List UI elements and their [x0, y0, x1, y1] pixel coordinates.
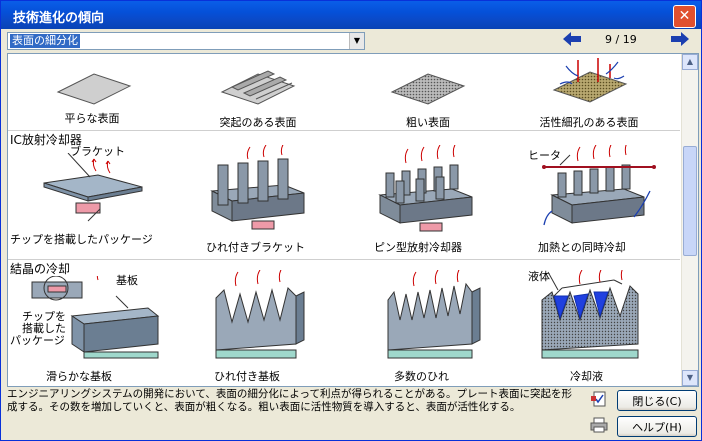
- caption-heating-cooling: 加熱との同時冷却: [538, 241, 626, 254]
- caption-many-fins: 多数のひれ: [394, 370, 449, 383]
- titlebar: 技術進化の傾向 ✕: [1, 1, 701, 29]
- vertical-scrollbar[interactable]: ▲ ▼: [681, 54, 698, 386]
- caption-coolant: 冷却液: [570, 370, 603, 383]
- close-window-button[interactable]: ✕: [673, 5, 696, 28]
- caption-ridged-surface: 突起のある表面: [219, 116, 297, 129]
- description-text: エンジニアリングシステムの開発において、表面の細分化によって利点が得られることが…: [7, 388, 573, 413]
- heating-cooling-image: [542, 145, 656, 226]
- liquid-label: 液体: [528, 270, 550, 283]
- bracket-label: ブラケット: [70, 145, 125, 158]
- row-divider: [8, 259, 680, 260]
- category-select[interactable]: 表面の細分化 ▼: [7, 32, 365, 50]
- caption-finned-substrate: ひれ付き基板: [214, 370, 280, 383]
- ic-radiator-row: IC放射冷却器 ブラケット チップを搭載したパッケージ: [8, 131, 680, 259]
- active-porous-surface-image: [552, 58, 628, 103]
- caption-smooth-substrate: 滑らかな基板: [46, 370, 112, 383]
- toolbar: 表面の細分化 ▼ 9 / 19: [1, 29, 701, 53]
- next-page-icon[interactable]: [669, 29, 691, 49]
- many-fins-image: [387, 270, 481, 359]
- substrate-label: 基板: [116, 274, 138, 287]
- caption-flat-surface: 平らな表面: [64, 112, 120, 125]
- smooth-substrate-image: [31, 276, 160, 359]
- caption-active-porous-surface: 活性細孔のある表面: [539, 116, 639, 129]
- surfaces-row: 平らな表面 突起のある表面 粗い表面 活性細孔のある表面: [8, 54, 680, 132]
- rough-surface-image: [390, 73, 466, 105]
- footer: エンジニアリングシステムの開発において、表面の細分化によって利点が得られることが…: [1, 386, 701, 440]
- page-indicator: 9 / 19: [605, 33, 637, 46]
- illustration-panel: 平らな表面 突起のある表面 粗い表面 活性細孔のある表面 IC放射冷却器: [7, 53, 699, 387]
- coolant-image: [541, 270, 639, 359]
- flat-surface-image: [56, 73, 132, 105]
- section-label-ic: IC放射冷却器: [10, 133, 82, 147]
- finned-substrate-image: [215, 270, 305, 359]
- caption-finned-bracket: ひれ付きブラケット: [206, 241, 305, 254]
- checklist-icon[interactable]: [589, 390, 609, 410]
- printer-icon[interactable]: [589, 416, 609, 436]
- chip-label-line-2: 搭載した: [22, 322, 66, 335]
- chip-label-line-1: チップを: [22, 310, 66, 323]
- heater-label: ヒータ: [528, 149, 561, 162]
- finned-bracket-image: [210, 145, 305, 230]
- scroll-thumb[interactable]: [683, 146, 697, 256]
- prev-page-icon[interactable]: [561, 29, 583, 49]
- section-label-crystal: 結晶の冷却: [10, 262, 71, 276]
- category-select-value: 表面の細分化: [10, 34, 80, 48]
- ridged-surface-image: [220, 70, 296, 105]
- chip-package-image: [43, 153, 143, 222]
- caption-pin-radiator: ピン型放射冷却器: [374, 241, 462, 254]
- caption-rough-surface: 粗い表面: [406, 116, 450, 129]
- chevron-down-icon[interactable]: ▼: [349, 33, 364, 49]
- window-title: 技術進化の傾向: [13, 11, 105, 26]
- crystal-cooling-row: 結晶の冷却 基板 チップを 搭載した パッケージ 滑らかな基板: [8, 260, 680, 386]
- row-divider: [8, 130, 680, 131]
- help-button[interactable]: ヘルプ(H): [617, 416, 697, 437]
- scroll-up-icon[interactable]: ▲: [682, 54, 698, 70]
- chip-label-line-3: パッケージ: [10, 334, 65, 347]
- pin-radiator-image: [378, 145, 473, 232]
- close-button[interactable]: 閉じる(C): [617, 390, 697, 411]
- scroll-down-icon[interactable]: ▼: [682, 370, 698, 386]
- caption-chip-package: チップを搭載したパッケージ: [10, 233, 153, 246]
